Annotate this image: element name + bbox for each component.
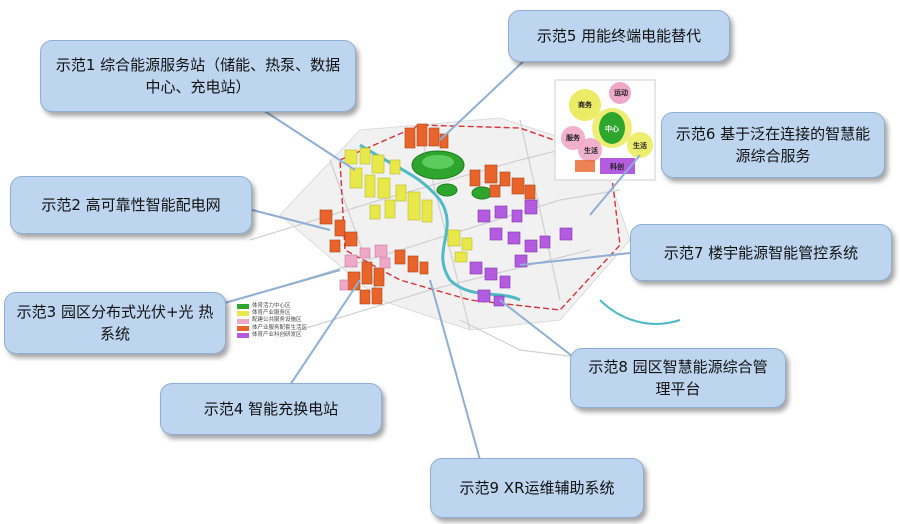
callout-demo-1: 示范1 综合能源服务站（储能、热泵、数据中心、充电站） [40, 40, 356, 112]
zone-legend: 体育活力中心区 体育产业服务区 配建公共服务设施区 体产业服务配套生活区 体育产… [237, 303, 307, 339]
legend-item: 体育活力中心区 [237, 303, 307, 310]
legend-item: 配建公共服务设施区 [237, 317, 307, 324]
inset-label-center: 中心 [605, 125, 619, 133]
river-branch [599, 299, 681, 325]
legend-item: 体产业服务配套生活区 [237, 325, 307, 332]
green-stadium [411, 150, 493, 200]
callout-demo-3: 示范3 园区分布式光伏+光 热系统 [4, 292, 226, 354]
callout-demo-9: 示范9 XR运维辅助系统 [430, 458, 644, 518]
callout-demo-5: 示范5 用能终端电能替代 [508, 10, 730, 62]
pink-zone-buildings [339, 244, 391, 291]
inset-label-life-left: 生活 [584, 147, 598, 155]
callout-demo-6: 示范6 基于泛在连接的智慧能源综合服务 [661, 112, 885, 178]
legend-item: 体育产业科创研发区 [237, 332, 307, 339]
callout-demo-8: 示范8 园区智慧能源综合管理平台 [570, 348, 786, 408]
inset-label-life-right: 生活 [633, 142, 647, 150]
legend-item: 体育产业服务区 [237, 310, 307, 317]
inset-label-business: 商务 [578, 101, 592, 109]
callout-demo-2: 示范2 高可靠性智能配电网 [10, 176, 252, 234]
site-boundary [339, 124, 621, 311]
inset-label-innovation: 科创 [610, 163, 624, 171]
inset-label-sport: 运动 [614, 89, 628, 97]
inset-label-service: 服务 [566, 134, 580, 142]
orange-zone-buildings [319, 123, 536, 305]
callout-demo-4: 示范4 智能充换电站 [160, 383, 382, 435]
yellow-zone-buildings [344, 147, 473, 263]
callout-demo-7: 示范7 楼宇能源智能管控系统 [630, 224, 892, 281]
inset-function-diagram [554, 79, 656, 181]
